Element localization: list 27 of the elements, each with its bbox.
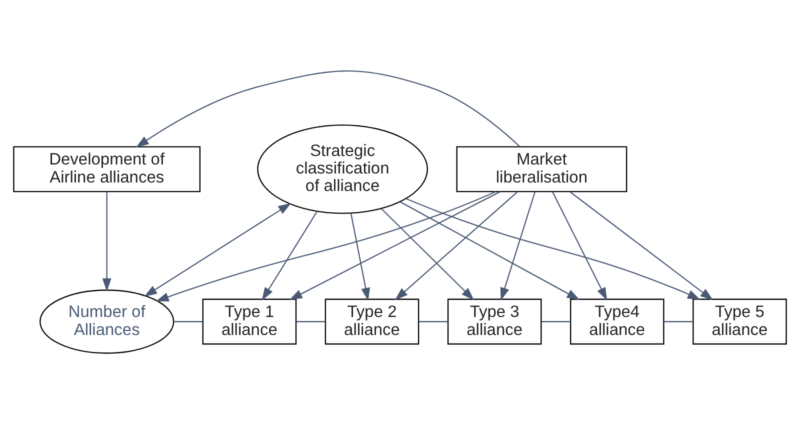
node-box: Type 1 alliance (202, 298, 296, 345)
arrow (399, 201, 580, 300)
arrow (394, 191, 518, 300)
node-box: Type 2 alliance (324, 298, 419, 345)
arrow (155, 191, 496, 302)
node-box: Type4 alliance (570, 298, 664, 345)
arrow (380, 208, 474, 300)
connector (173, 321, 202, 322)
node-box: Development of Airline alliances (12, 146, 200, 192)
connector (664, 321, 693, 322)
arrow (350, 213, 370, 301)
arrow (135, 70, 520, 148)
node-box: Type 3 alliance (446, 298, 542, 345)
arrow (144, 203, 291, 297)
connector (541, 321, 570, 322)
arrow (288, 191, 500, 300)
connector (418, 321, 448, 322)
arrow (500, 192, 536, 301)
arrow (406, 198, 700, 300)
arrow (261, 211, 318, 300)
node-box: Type 5 alliance (692, 298, 786, 345)
arrow (102, 192, 111, 292)
node-box: Market liberalisation (456, 146, 627, 192)
node-ellipse: Number of Alliances (39, 290, 174, 354)
arrow (569, 191, 713, 300)
connector (296, 321, 325, 322)
arrow (552, 192, 607, 301)
